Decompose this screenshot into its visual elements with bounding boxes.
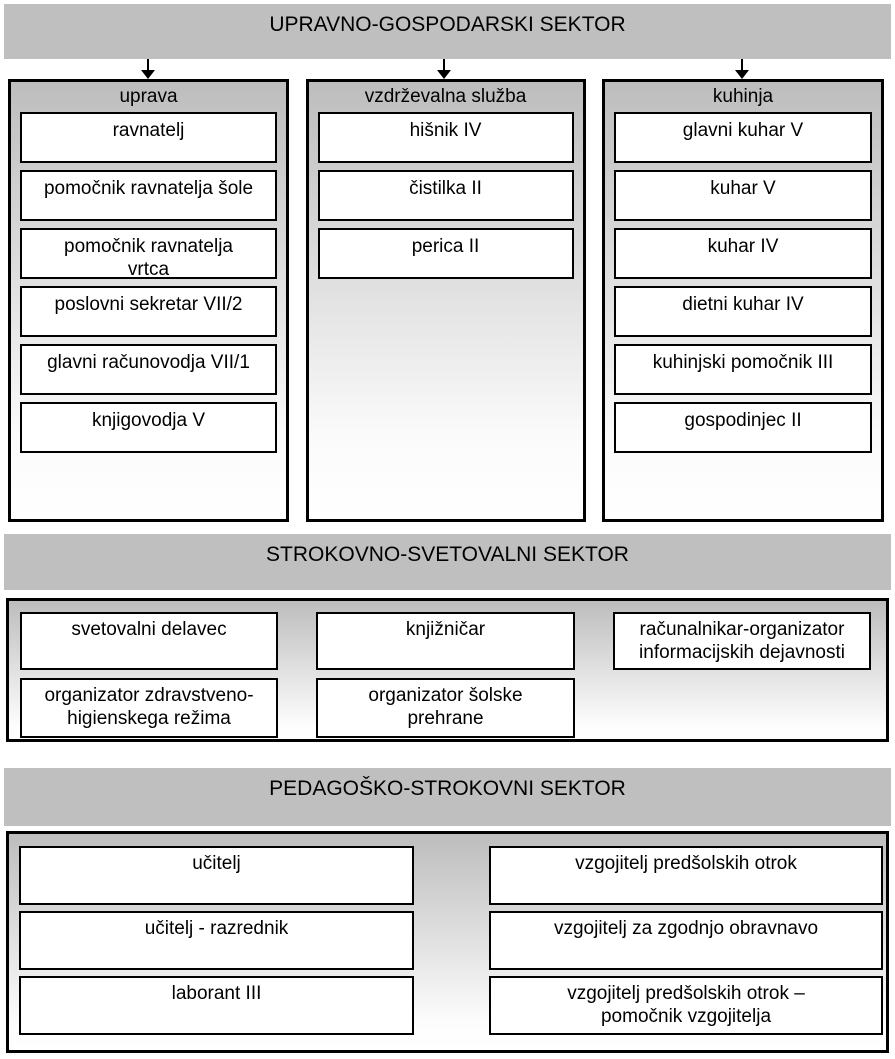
column-header: uprava xyxy=(119,86,178,107)
position-box: kuhar V xyxy=(614,170,872,221)
pedagosko-column-sola: učitelj učitelj - razrednik laborant III xyxy=(19,846,414,1050)
arrow-shaft xyxy=(741,59,743,70)
strokovno-row-1: svetovalni delavec knjižničar računalnik… xyxy=(20,612,886,670)
position-box: knjigovodja V xyxy=(20,402,277,453)
sector-banner-pedagosko-strokovni: PEDAGOŠKO-STROKOVNI SEKTOR xyxy=(4,768,891,826)
position-box: ravnatelj xyxy=(20,112,277,163)
arrow-shaft xyxy=(147,59,149,70)
position-box: poslovni sekretar VII/2 xyxy=(20,286,277,337)
position-box: gospodinjec II xyxy=(614,402,872,453)
down-arrow-icon xyxy=(141,59,155,79)
down-arrow-icon xyxy=(735,59,749,79)
org-column-uprava: uprava ravnatelj pomočnik ravnatelja šol… xyxy=(8,79,289,522)
position-box: računalnikar-organizator informacijskih … xyxy=(613,612,871,670)
arrow-head xyxy=(735,70,749,79)
position-box: perica II xyxy=(317,228,574,279)
down-arrow-icon xyxy=(437,59,451,79)
position-box: glavni kuhar V xyxy=(614,112,872,163)
position-box: organizator šolske prehrane xyxy=(316,678,575,738)
position-box: pomočnik ravnatelja vrtca xyxy=(20,228,277,280)
position-box: učitelj - razrednik xyxy=(19,911,414,970)
position-box: vzgojitelj za zgodnjo obravnavo xyxy=(489,911,883,970)
position-box: dietni kuhar IV xyxy=(614,286,872,337)
org-column-vzdrzevalna-sluzba: vzdrževalna služba hišnik IV čistilka II… xyxy=(305,79,586,522)
position-box: laborant III xyxy=(19,976,414,1035)
position-box: glavni računovodja VII/1 xyxy=(20,344,277,395)
arrow-head xyxy=(437,70,451,79)
position-box: organizator zdravstveno- higienskega rež… xyxy=(20,678,278,738)
position-box: svetovalni delavec xyxy=(20,612,278,670)
sector-banner-upravno-gospodarski: UPRAVNO-GOSPODARSKI SEKTOR xyxy=(4,4,891,59)
position-box: hišnik IV xyxy=(317,112,574,163)
position-box: knjižničar xyxy=(316,612,575,670)
arrow-shaft xyxy=(443,59,445,70)
sector-banner-strokovno-svetovalni: STROKOVNO-SVETOVALNI SEKTOR xyxy=(4,534,891,590)
position-box: pomočnik ravnatelja šole xyxy=(20,170,277,221)
position-box: vzgojitelj predšolskih otrok xyxy=(489,846,883,905)
column-header: vzdrževalna služba xyxy=(364,86,527,107)
org-column-kuhinja: kuhinja glavni kuhar V kuhar V kuhar IV … xyxy=(602,79,884,522)
position-box: učitelj xyxy=(19,846,414,905)
pedagosko-panel: učitelj učitelj - razrednik laborant III… xyxy=(6,831,889,1053)
pedagosko-column-vrtec: vzgojitelj predšolskih otrok vzgojitelj … xyxy=(489,846,883,1050)
position-box: kuhinjski pomočnik III xyxy=(614,344,872,395)
column-header: kuhinja xyxy=(712,86,774,107)
strokovno-panel: svetovalni delavec knjižničar računalnik… xyxy=(6,598,889,742)
strokovno-row-2: organizator zdravstveno- higienskega rež… xyxy=(20,678,886,738)
position-box: vzgojitelj predšolskih otrok – pomočnik … xyxy=(489,976,883,1035)
position-box: čistilka II xyxy=(317,170,574,221)
position-box: kuhar IV xyxy=(614,228,872,279)
arrow-head xyxy=(141,70,155,79)
upravno-columns-row: uprava ravnatelj pomočnik ravnatelja šol… xyxy=(8,79,884,522)
